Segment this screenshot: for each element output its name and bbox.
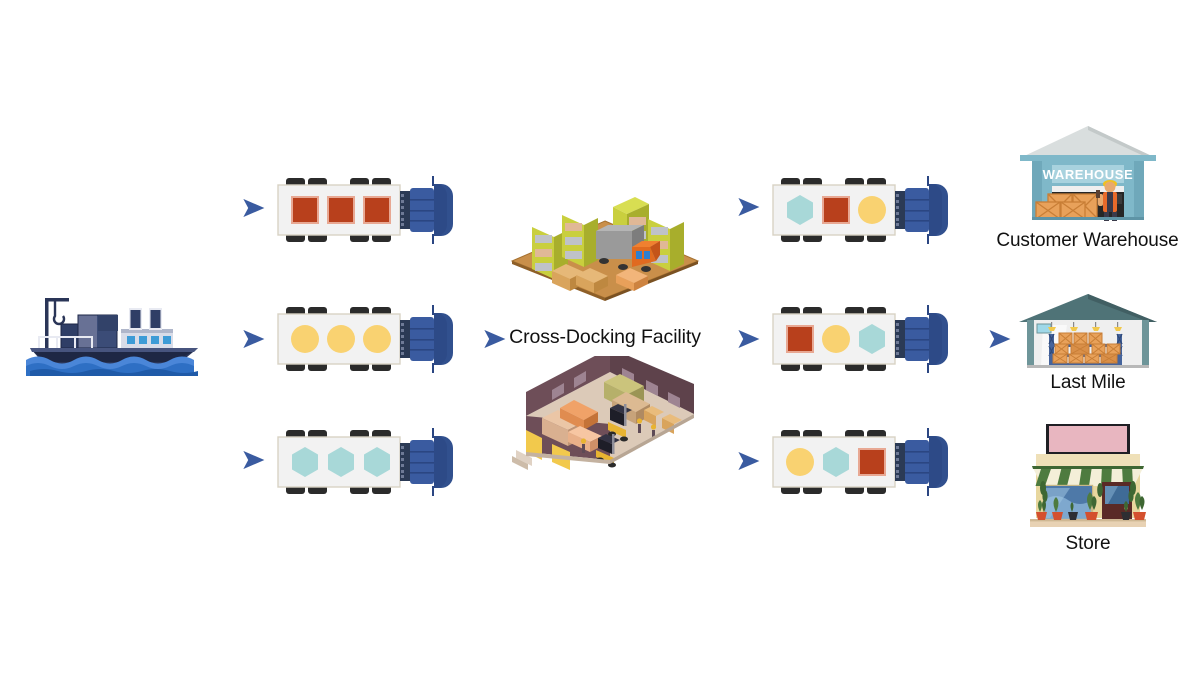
forklift-icon	[608, 404, 632, 442]
inbound-truck-2	[268, 301, 454, 377]
outbound-truck-1	[763, 172, 949, 248]
destination-label-customer-warehouse: Customer Warehouse	[996, 230, 1179, 251]
facility-truck	[596, 225, 660, 272]
inbound-truck-1	[268, 172, 454, 248]
truck-cab	[905, 305, 948, 373]
cargo-slot-group	[291, 325, 391, 353]
warehouse-racking-cutaway-icon	[1015, 292, 1161, 370]
truck-cab	[410, 176, 453, 244]
outbound-truck-3	[763, 424, 949, 500]
cargo-slot-group	[786, 324, 885, 354]
truck-cab	[410, 305, 453, 373]
truck-cab	[905, 176, 948, 244]
destination-label-store: Store	[1065, 533, 1111, 554]
facility-label: Cross-Docking Facility	[509, 326, 701, 348]
warehouse-racks-truck-isometric	[510, 183, 700, 301]
warehouse-interior-forklifts-isometric	[512, 356, 698, 474]
cargo-slot-group	[787, 195, 886, 225]
potted-plants	[1036, 492, 1146, 520]
cargo-slot-group	[292, 447, 390, 477]
warehouse-sign-text: WAREHOUSE	[1043, 167, 1134, 182]
cargo-ship-icon	[16, 290, 211, 378]
connector-ship-to-inbound-trucks	[206, 199, 265, 469]
destination-label-last-mile: Last Mile	[1050, 372, 1126, 393]
cargo-slot-group	[786, 447, 886, 477]
truck-cab	[905, 428, 948, 496]
truck-cab	[410, 428, 453, 496]
connector-facility-to-outbound-trucks	[706, 198, 760, 470]
outbound-truck-2	[763, 301, 949, 377]
cargo-slot-group	[291, 196, 391, 224]
warehouse-worker	[1096, 180, 1117, 221]
crate-stack	[1035, 193, 1098, 220]
warehouse-building-icon: WAREHOUSE	[1018, 124, 1158, 224]
inbound-truck-3	[268, 424, 454, 500]
storefront-icon	[1020, 424, 1156, 530]
